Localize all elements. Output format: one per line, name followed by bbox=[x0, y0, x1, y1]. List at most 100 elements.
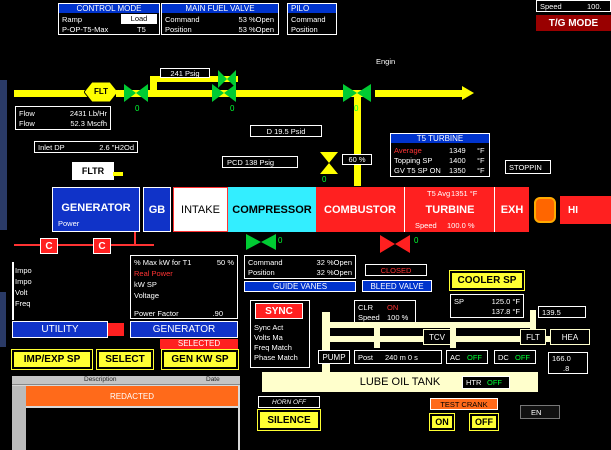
post-value: 240 m 0 s bbox=[385, 353, 418, 362]
power-factor-value: .90 bbox=[212, 309, 223, 318]
lube-flt-box[interactable]: FLT bbox=[520, 329, 546, 345]
fuel-pipe-riser bbox=[150, 76, 157, 92]
guide-vane-valve[interactable] bbox=[246, 234, 276, 250]
imp-exp-sp-button[interactable]: IMP/EXP SP bbox=[11, 349, 93, 370]
gv-position-label: Position bbox=[248, 268, 275, 277]
alarm-table: Description Date REDACTED bbox=[12, 376, 240, 450]
utility-row-3: Volt bbox=[15, 288, 28, 297]
sync-row-3: Freq Match bbox=[254, 343, 292, 352]
max-kw-label: % Max kW for T1 bbox=[134, 258, 192, 267]
generator-block[interactable]: GENERATOR Power bbox=[52, 187, 140, 232]
max-kw-value: 50 % bbox=[216, 258, 234, 267]
control-mode-panel: CONTROL MODE Ramp Load P-OP-T5-Max T5 bbox=[58, 3, 160, 35]
speed-readout: Speed 100. bbox=[536, 0, 611, 12]
cooler-sp-button[interactable]: COOLER SP bbox=[449, 270, 525, 291]
lube-pipe-top bbox=[322, 322, 532, 328]
bleed-valve[interactable] bbox=[380, 235, 410, 253]
flow2-label: Flow bbox=[19, 119, 35, 128]
inlet-dp-value: 2.6 "H2Od bbox=[99, 143, 134, 152]
exhaust-fan-icon bbox=[534, 197, 556, 223]
lube-pipe-vert-3 bbox=[450, 322, 456, 348]
main-fuel-valve-title: MAIN FUEL VALVE bbox=[162, 4, 278, 13]
lube-reading-1: 139.5 bbox=[538, 306, 586, 318]
silence-button[interactable]: SILENCE bbox=[257, 409, 321, 431]
exhaust-block[interactable]: EXH bbox=[494, 187, 529, 232]
combustor-block[interactable]: COMBUSTOR bbox=[316, 187, 404, 232]
turbine-speed-value: 100.0 % bbox=[447, 221, 475, 230]
sync-button[interactable]: SYNC bbox=[255, 303, 303, 319]
gearbox-block[interactable]: GB bbox=[143, 187, 171, 232]
bleed-valve-title[interactable]: BLEED VALVE bbox=[362, 280, 432, 292]
test-crank-off-button[interactable]: OFF bbox=[469, 413, 499, 431]
heater-box[interactable]: HEA bbox=[550, 329, 590, 345]
speed-label: Speed bbox=[540, 2, 562, 11]
col-description: Description bbox=[84, 376, 117, 383]
turbine-block[interactable]: T5 Avg 1351 °F TURBINE Speed 100.0 % bbox=[404, 187, 494, 232]
eng-button[interactable]: EN bbox=[520, 405, 560, 419]
hi-indicator[interactable]: HI bbox=[560, 196, 611, 224]
generator-block-label: GENERATOR bbox=[61, 202, 131, 214]
mfv-position-value: 53 %Open bbox=[238, 25, 274, 34]
fuel-flow-arrow bbox=[462, 86, 474, 100]
fuel-valve-2b[interactable] bbox=[218, 70, 236, 88]
heater-status[interactable]: HTR OFF bbox=[462, 376, 510, 389]
cdp-readout: D 19.5 Psid bbox=[250, 125, 322, 137]
select-button[interactable]: SELECT bbox=[96, 349, 154, 370]
breaker-c1[interactable]: C bbox=[40, 238, 58, 254]
tcv-box[interactable]: TCV bbox=[423, 329, 451, 345]
generator-button[interactable]: GENERATOR bbox=[130, 321, 238, 338]
utility-indicator bbox=[108, 323, 124, 336]
alarm-list-area bbox=[26, 408, 238, 450]
t5-topping-value: 1400 bbox=[449, 156, 466, 165]
tg-mode-button[interactable]: T/G MODE bbox=[536, 15, 611, 31]
mfv-command-label: Command bbox=[165, 15, 200, 24]
generator-power-label: Power bbox=[58, 219, 80, 228]
speed-value: 100. bbox=[587, 2, 602, 11]
ramp-label: Ramp bbox=[62, 15, 83, 24]
compressor-block[interactable]: COMPRESSOR bbox=[228, 187, 316, 232]
fuel-valve-1-value: 0 bbox=[135, 104, 140, 113]
clr-label: CLR bbox=[358, 303, 374, 312]
pct-valve[interactable] bbox=[320, 152, 338, 174]
gen-kw-sp-button[interactable]: GEN KW SP bbox=[161, 349, 239, 370]
breaker-c2[interactable]: C bbox=[93, 238, 111, 254]
load-button[interactable]: Load bbox=[121, 14, 157, 24]
t5-unit-3: °F bbox=[477, 166, 485, 175]
gv-command-label: Command bbox=[248, 258, 283, 267]
fuel-valve-2[interactable] bbox=[212, 84, 236, 102]
t5-gvt5-label: GV T5 SP ON bbox=[394, 166, 441, 175]
dc-pump-status[interactable]: DC OFF bbox=[494, 350, 536, 364]
kw-sp-label: kW SP bbox=[134, 280, 157, 289]
fuel-flow-box: Flow 2431 Lb/Hr Flow 52.3 Mscfh bbox=[15, 106, 111, 130]
guide-vane-zero: 0 bbox=[278, 236, 283, 245]
fltr-block[interactable]: FLTR bbox=[72, 162, 114, 180]
heater-label: HEA bbox=[561, 333, 579, 342]
pump-button[interactable]: PUMP bbox=[318, 350, 350, 364]
power-factor-label: Power Factor bbox=[134, 309, 179, 318]
pct-valve-zero: 0 bbox=[322, 175, 327, 184]
inlet-dp-label: Inlet DP bbox=[38, 143, 65, 152]
tcv-label: TCV bbox=[429, 333, 445, 342]
post-label: Post bbox=[358, 353, 374, 362]
t5-turbine-panel: T5 TURBINE Average 1349 °F Topping SP 14… bbox=[390, 133, 490, 177]
fuel-valve-2-value: 0 bbox=[230, 104, 235, 113]
guide-vanes-box: Command 32 %Open Position 32 %Open bbox=[244, 255, 356, 279]
real-power-label: Real Power bbox=[134, 269, 173, 278]
t5-avg-label: T5 Avg bbox=[427, 189, 451, 198]
fuel-valve-3[interactable] bbox=[343, 84, 371, 102]
ac-pump-status[interactable]: AC OFF bbox=[446, 350, 488, 364]
fuel-valve-1[interactable] bbox=[124, 84, 148, 102]
flt-filter: FLT bbox=[84, 82, 118, 102]
alarm-row-redacted[interactable]: REDACTED bbox=[26, 386, 238, 406]
cooler-sp-label: SP bbox=[454, 297, 465, 306]
intake-block[interactable]: INTAKE bbox=[173, 187, 228, 232]
guide-vanes-title[interactable]: GUIDE VANES bbox=[244, 281, 356, 292]
t5-topping-label: Topping SP bbox=[394, 156, 433, 165]
test-crank-on-button[interactable]: ON bbox=[429, 413, 455, 431]
sync-row-1: Sync Act bbox=[254, 323, 284, 332]
t5-turbine-title: T5 TURBINE bbox=[391, 134, 489, 143]
fuel-pipe-main bbox=[116, 90, 366, 97]
htr-value: OFF bbox=[487, 378, 502, 387]
pilot-position-label: Position bbox=[291, 25, 318, 34]
utility-button[interactable]: UTILITY bbox=[12, 321, 108, 338]
